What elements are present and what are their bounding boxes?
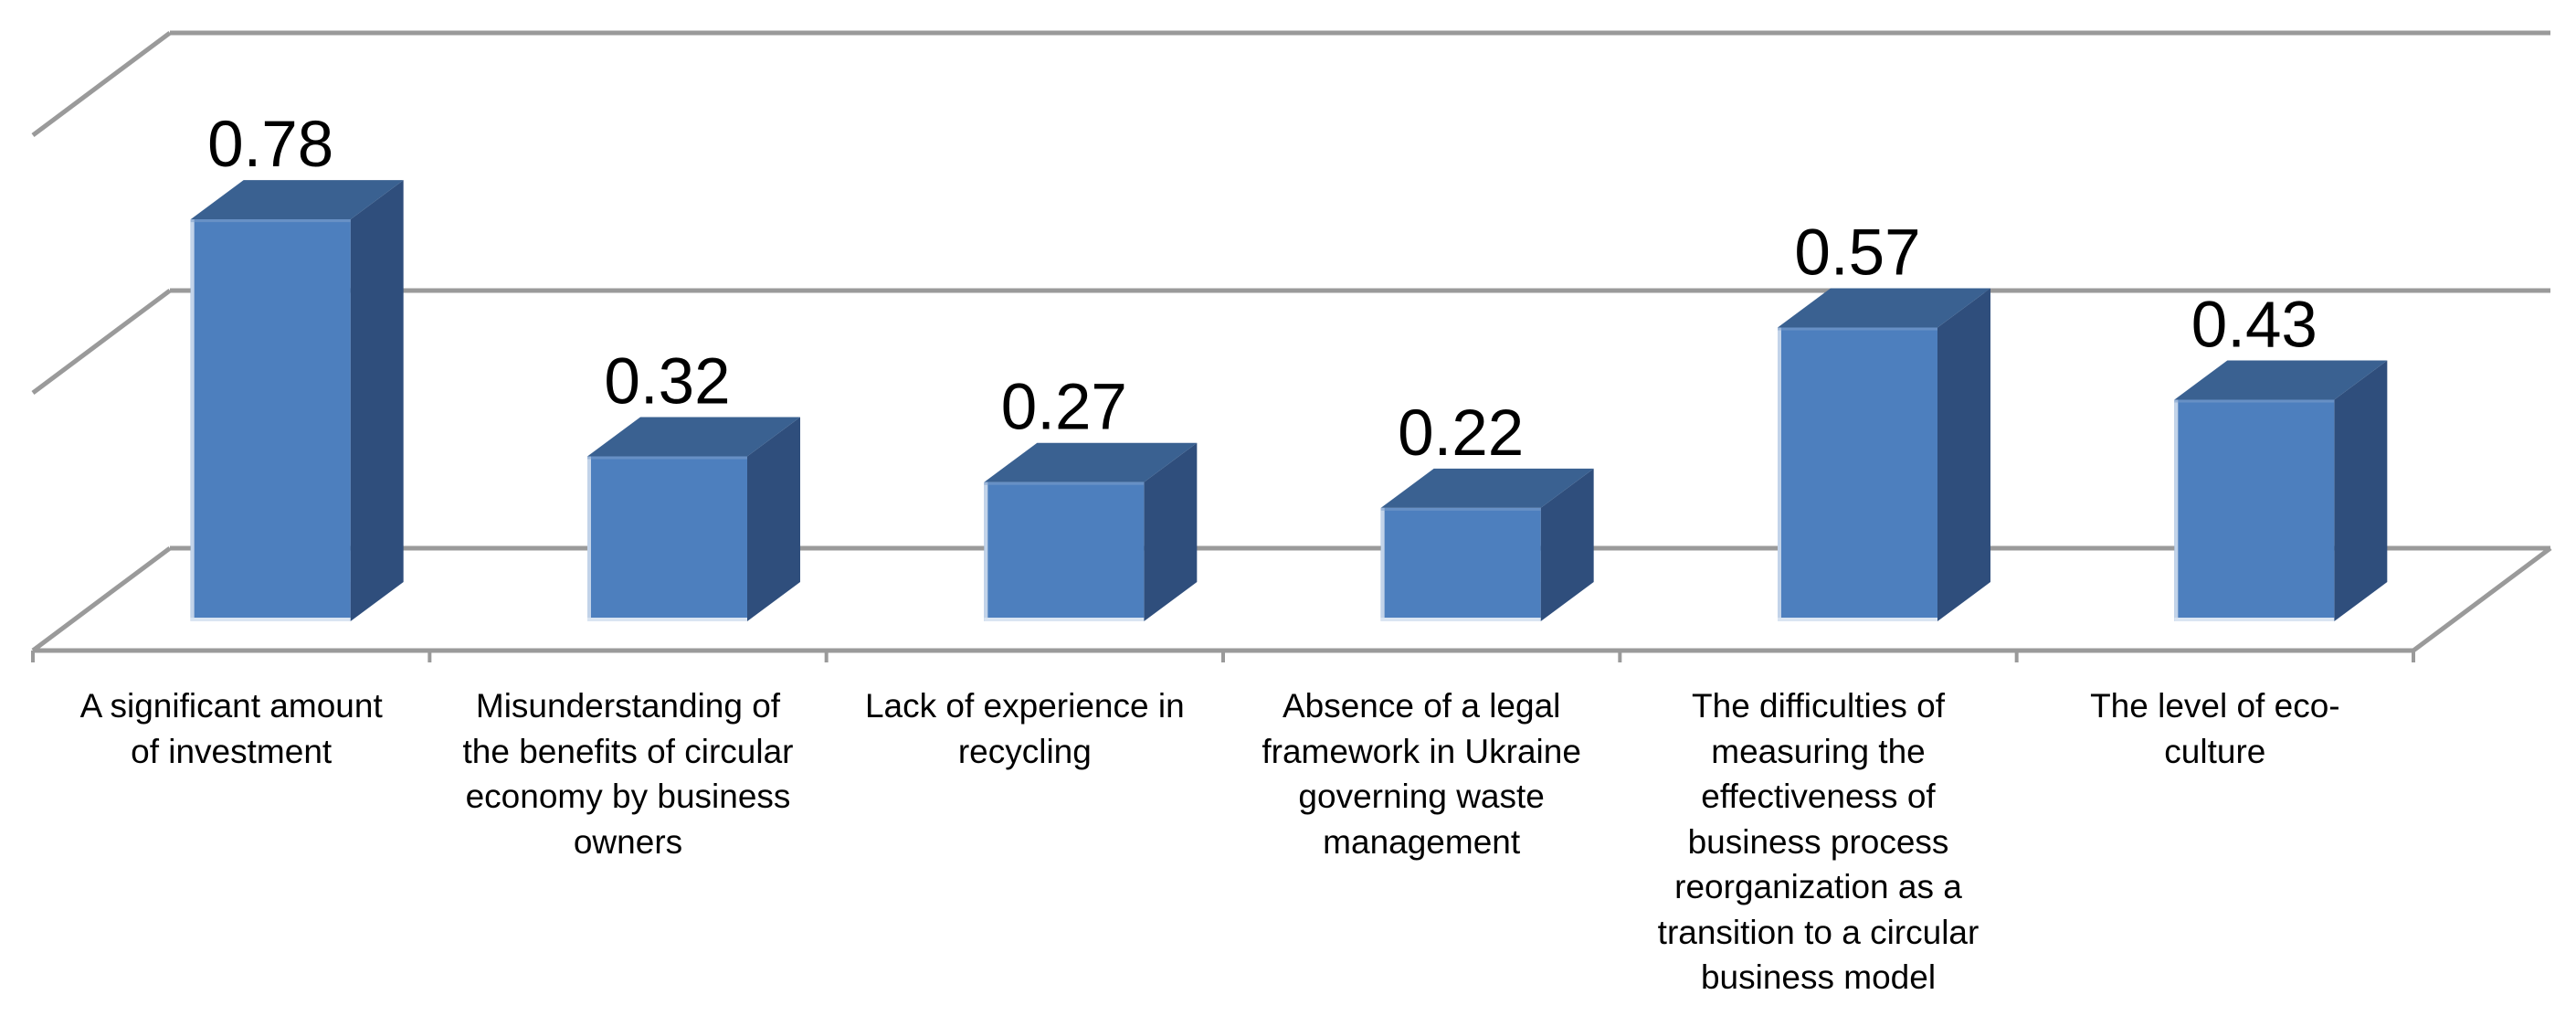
bar-front-face — [2174, 399, 2335, 621]
bar-value-label: 0.32 — [604, 346, 730, 418]
bar-front-face — [1778, 327, 1937, 621]
bar-value-label: 0.22 — [1398, 397, 1524, 470]
wall-edge-diagonal — [31, 288, 172, 396]
category-label: Misunderstanding of the benefits of circ… — [462, 687, 794, 861]
bar-value-label: 0.78 — [207, 109, 333, 181]
bar-front-face — [1380, 507, 1541, 621]
bar-top-face — [984, 442, 1198, 482]
wall-edge-diagonal — [31, 545, 172, 653]
bar-top-face — [587, 417, 800, 457]
category-label: A significant amount of investment — [79, 687, 383, 770]
bar-value-label: 0.27 — [1001, 372, 1127, 444]
bar-top-face — [1380, 468, 1594, 508]
bar-side-face — [2334, 360, 2388, 621]
bar-side-face — [747, 417, 800, 621]
bar-top-face — [1778, 288, 1990, 328]
category-label: Lack of experience in recycling — [864, 687, 1185, 770]
bar-side-face — [1540, 468, 1594, 621]
category-label: Absence of a legal framework in Ukraine … — [1262, 687, 1581, 861]
bar-top-face — [190, 180, 404, 220]
bar-side-face — [350, 180, 404, 621]
bar-top-face — [2174, 360, 2388, 400]
bar-value-label: 0.43 — [2191, 289, 2317, 361]
bar-front-face — [587, 456, 747, 621]
bar-side-face — [1937, 288, 1990, 621]
bar-front-face — [984, 482, 1145, 621]
floor-right-edge — [2412, 545, 2552, 653]
bar-side-face — [1144, 442, 1198, 621]
category-label: The difficulties of measuring the effect… — [1657, 687, 1980, 996]
bar-value-label: 0.57 — [1794, 217, 1920, 290]
bar-front-face — [190, 219, 351, 621]
category-label: The level of eco- culture — [2090, 687, 2340, 770]
wall-edge-diagonal — [31, 30, 172, 138]
